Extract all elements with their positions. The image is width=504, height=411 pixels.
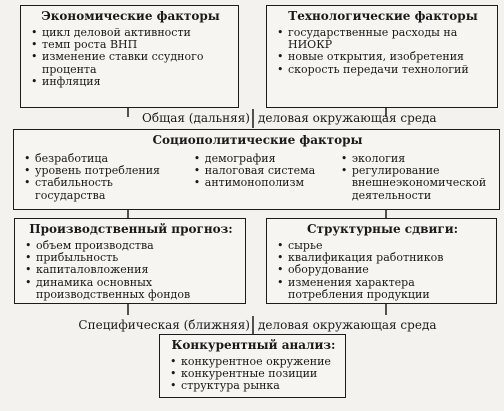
economic-factors-list: цикл деловой активности темп роста ВНП и… xyxy=(31,26,230,88)
production-forecast-list: объем производства прибыльность капитало… xyxy=(25,239,237,301)
sociopolitical-factors-title: Социополитические факторы xyxy=(152,133,363,147)
list-item: налоговая система xyxy=(194,164,335,177)
structural-shifts-box: Структурные сдвиги: сырье квалификация р… xyxy=(266,218,497,304)
list-item: квалификация работников xyxy=(277,251,448,264)
production-forecast-box: Производственный прогноз: объем производ… xyxy=(14,218,246,304)
specific-environment-right-label: деловая окружающая среда xyxy=(258,318,437,332)
sociopolitical-factors-box: Социополитические факторы безработица ур… xyxy=(13,129,500,210)
list-item: демография xyxy=(194,152,335,165)
list-item: конкурентное окружение xyxy=(170,355,337,368)
competitive-analysis-list: конкурентное окружение конкурентные пози… xyxy=(170,355,337,393)
sociopolitical-column-1: безработица уровень потребления стабильн… xyxy=(24,152,188,202)
list-item: государственные расходы на НИОКР xyxy=(277,26,471,51)
structural-shifts-list: сырье квалификация работников оборудован… xyxy=(277,239,488,301)
sociopolitical-column-3: экология регулирование внешнеэкономическ… xyxy=(341,152,491,202)
sociopolitical-columns: безработица уровень потребления стабильн… xyxy=(24,152,491,202)
list-item: безработица xyxy=(24,152,188,165)
list-item: динамика основных производственных фондо… xyxy=(25,276,227,301)
list-item: объем производства xyxy=(25,239,227,252)
list-item: изменения характера потребления продукци… xyxy=(277,276,448,301)
list-item: капиталовложения xyxy=(25,264,227,277)
technological-factors-list: государственные расходы на НИОКР новые о… xyxy=(277,26,489,76)
technological-factors-box: Технологические факторы государственные … xyxy=(266,5,498,108)
list-item: изменение ставки ссудного процента xyxy=(31,51,230,76)
list-item: цикл деловой активности xyxy=(31,26,230,39)
specific-environment-left-label: Специфическая (ближняя) xyxy=(78,318,250,332)
list-item: новые открытия, изобретения xyxy=(277,51,471,64)
list-item: структура рынка xyxy=(170,380,337,393)
list-item: прибыльность xyxy=(25,251,227,264)
list-item: скорость передачи технологий xyxy=(277,63,471,76)
competitive-analysis-box: Конкурентный анализ: конкурентное окруже… xyxy=(159,334,346,398)
competitive-analysis-title: Конкурентный анализ: xyxy=(171,338,336,352)
list-item: регулирование внешнеэкономической деятел… xyxy=(341,165,491,202)
list-item: конкурентные позиции xyxy=(170,367,337,380)
list-item: экология xyxy=(341,152,491,165)
general-environment-left-label: Общая (дальняя) xyxy=(142,111,250,125)
list-item: темп роста ВНП xyxy=(31,38,230,51)
economic-factors-title: Экономические факторы xyxy=(41,9,220,23)
production-forecast-title: Производственный прогноз: xyxy=(29,222,233,236)
list-item: уровень потребления xyxy=(24,164,188,177)
economic-factors-box: Экономические факторы цикл деловой актив… xyxy=(20,5,239,108)
general-environment-right-label: деловая окружающая среда xyxy=(258,111,437,125)
list-item: стабильность государства xyxy=(24,177,188,202)
list-item: инфляция xyxy=(31,75,230,88)
list-item: антимонополизм xyxy=(194,177,335,190)
sociopolitical-column-2: демография налоговая система антимонопол… xyxy=(194,152,335,202)
technological-factors-title: Технологические факторы xyxy=(288,9,478,23)
list-item: оборудование xyxy=(277,264,448,277)
list-item: сырье xyxy=(277,239,448,252)
structural-shifts-title: Структурные сдвиги: xyxy=(306,222,459,236)
